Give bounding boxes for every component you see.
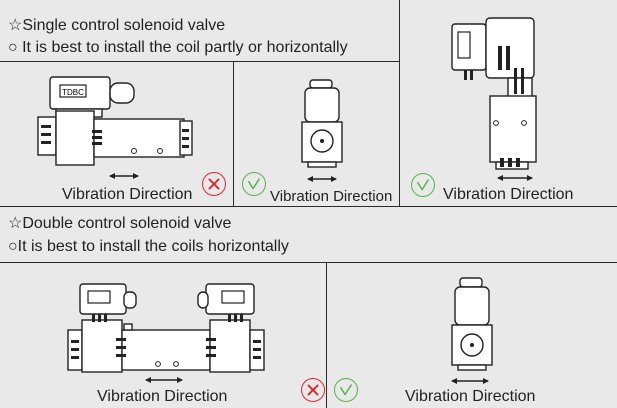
vibration-caption: Vibration Direction: [405, 388, 536, 405]
right-check-icon: [334, 378, 358, 402]
right-check-icon: [242, 172, 266, 196]
double-valve-vertical: [451, 277, 493, 371]
single-control-note: ○ It is best to install the coil partly …: [8, 39, 348, 56]
vibration-arrow: [109, 173, 139, 179]
valve-label: TDBC: [62, 88, 84, 97]
divider-v-single: [233, 61, 234, 207]
wrong-x-icon: [202, 172, 226, 196]
divider-h-double: [0, 262, 617, 263]
vibration-caption: Vibration Direction: [270, 188, 393, 205]
vibration-caption: Vibration Direction: [443, 186, 574, 203]
single-valve-horizontal: TDBC: [37, 76, 193, 166]
divider-v-main: [399, 0, 400, 207]
single-valve-vertical: [301, 79, 343, 168]
single-control-title: ☆Single control solenoid valve: [8, 17, 226, 34]
vibration-arrow: [307, 176, 337, 182]
right-check-icon: [411, 173, 435, 197]
divider-h-top-left: [0, 61, 400, 62]
vibration-arrow: [145, 377, 183, 383]
vibration-arrow: [451, 378, 489, 384]
divider-h-mid: [0, 206, 617, 207]
wrong-x-icon: [301, 378, 325, 402]
vibration-caption: Vibration Direction: [62, 186, 193, 203]
double-control-title: ☆Double control solenoid valve: [8, 215, 232, 232]
vibration-caption: Vibration Direction: [97, 388, 228, 405]
divider-v-double: [326, 262, 327, 408]
double-control-note: ○It is best to install the coils horizon…: [8, 238, 289, 255]
single-valve-vertical-large: [451, 17, 537, 170]
double-valve-horizontal: [67, 283, 265, 373]
vibration-arrow: [497, 175, 533, 181]
